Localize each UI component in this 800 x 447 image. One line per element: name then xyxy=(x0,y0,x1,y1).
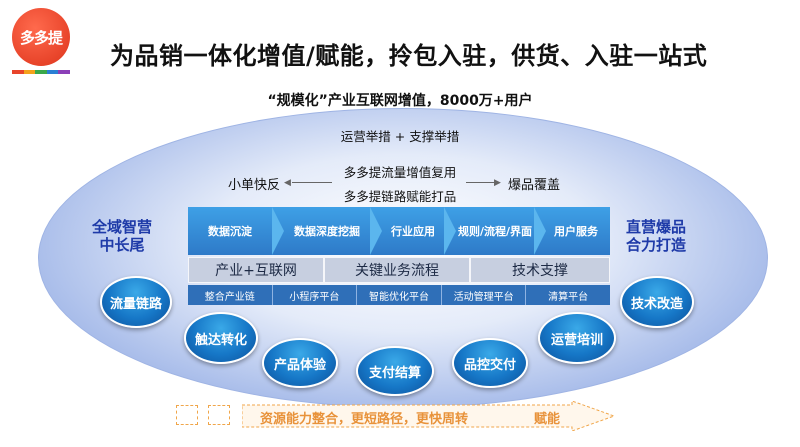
platform-cell: 小程序平台 xyxy=(273,285,358,305)
platform-row: 整合产业链 小程序平台 智能优化平台 活动管理平台 清算平台 xyxy=(188,285,610,305)
bubble-payment: 支付结算 xyxy=(356,346,434,396)
logo-bar-segment xyxy=(58,70,70,74)
chevron-step: 规则/流程/界面 xyxy=(457,225,533,238)
right-label: 直营爆品 合力打造 xyxy=(626,218,686,254)
platform-cell: 活动管理平台 xyxy=(442,285,527,305)
logo-bar-segment xyxy=(12,70,24,74)
bubble-traffic-link: 流量链路 xyxy=(100,276,172,328)
dashed-box xyxy=(176,405,198,425)
chevron-step: 数据深度挖掘 xyxy=(294,225,360,238)
arrow-right-icon: ▶ xyxy=(494,178,501,188)
bubble-tech-upgrade: 技术改造 xyxy=(620,276,694,328)
logo: 多多提 xyxy=(12,8,70,66)
logo-bar-segment xyxy=(35,70,47,74)
right-side-text: 爆品覆盖 xyxy=(508,178,561,193)
bottom-arrow-banner: 资源能力整合，更短路径，更快周转 赋能 xyxy=(176,401,616,431)
chevron-arrow xyxy=(444,207,456,255)
dashed-box xyxy=(208,405,230,425)
chevron-step: 数据沉淀 xyxy=(208,225,252,238)
chevron-arrow xyxy=(534,207,546,255)
capability-cell: 关键业务流程 xyxy=(324,257,470,283)
bubble-quality-delivery: 品控交付 xyxy=(452,338,528,388)
chevron-step: 用户服务 xyxy=(554,225,598,238)
platform-cell: 整合产业链 xyxy=(188,285,273,305)
capability-row: 产业+互联网 关键业务流程 技术支撑 xyxy=(188,257,610,283)
platform-cell: 清算平台 xyxy=(548,291,589,303)
sub-title: “规模化”产业互联网增值，8000万+用户 xyxy=(267,93,533,109)
bottom-slogan: 资源能力整合，更短路径，更快周转 xyxy=(260,412,469,427)
center-heading: 运营举措 + 支撑举措 xyxy=(340,129,460,144)
chevron-arrow xyxy=(272,207,284,255)
process-banner: 数据沉淀 数据深度挖掘 行业应用 规则/流程/界面 用户服务 xyxy=(188,207,610,255)
left-label-line: 全域智营 xyxy=(92,218,153,236)
center-line-chain: 多多提链路赋能打品 xyxy=(343,189,457,204)
left-label-line: 中长尾 xyxy=(99,236,145,254)
left-side-text: 小单快反 xyxy=(228,178,281,193)
left-label: 全域智营 中长尾 xyxy=(92,218,152,254)
logo-bar-segment xyxy=(46,70,59,74)
platform-cell: 智能优化平台 xyxy=(357,285,442,305)
page-title: 为品销一体化增值/赋能，拎包入驻，供货、入驻一站式 xyxy=(110,42,708,70)
logo-text: 多多提 xyxy=(19,28,63,47)
arrow-left-line xyxy=(292,182,332,183)
logo-color-bar xyxy=(12,70,70,74)
logo-bar-segment xyxy=(23,70,36,74)
right-label-line: 合力打造 xyxy=(626,236,687,254)
arrow-right-line xyxy=(466,182,496,183)
capability-cell: 产业+互联网 xyxy=(188,257,324,283)
bottom-end-label: 赋能 xyxy=(534,412,561,427)
chevron-arrow xyxy=(370,207,382,255)
right-label-line: 直营爆品 xyxy=(626,218,687,236)
chevron-step: 行业应用 xyxy=(391,225,435,238)
bubble-product-experience: 产品体验 xyxy=(262,338,338,388)
arrow-left-icon: ◀ xyxy=(284,178,291,188)
bubble-conversion: 触达转化 xyxy=(184,312,258,364)
center-line-flow: 多多提流量增值复用 xyxy=(343,165,457,180)
bottom-arrow-icon xyxy=(242,401,616,431)
capability-cell: 技术支撑 xyxy=(470,257,610,283)
bubble-operation-training: 运营培训 xyxy=(538,312,616,364)
